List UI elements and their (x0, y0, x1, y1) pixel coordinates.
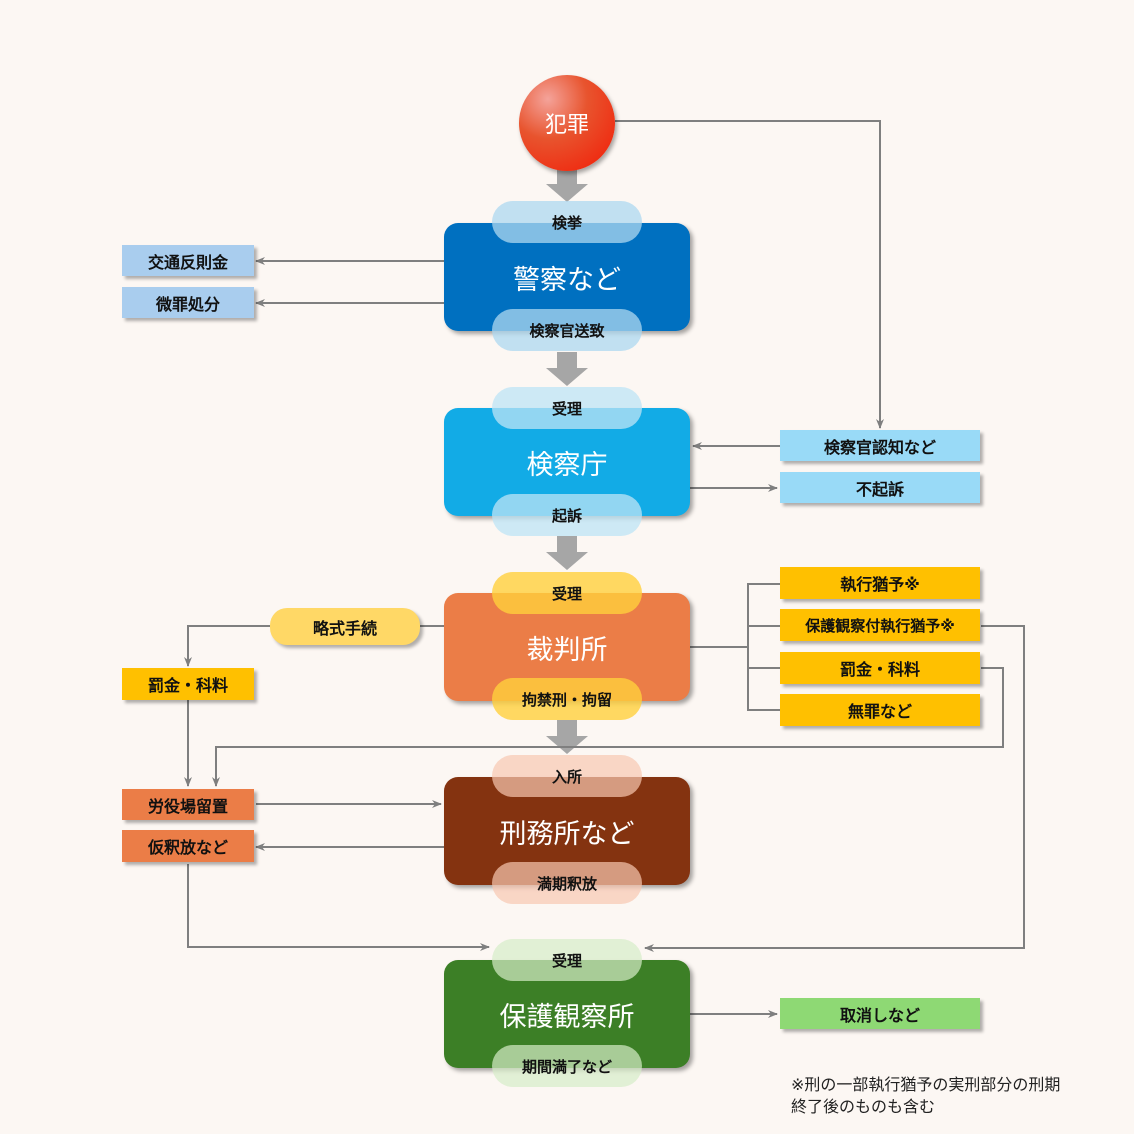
non-prosecution-label: 不起訴 (855, 479, 904, 499)
suspended-sentence-box: 執行猶予※ (780, 567, 980, 599)
prison-out-label: 満期釈放 (536, 874, 597, 893)
probation-in-label: 受理 (551, 951, 582, 970)
police-in-label: 検挙 (551, 213, 582, 232)
court-fine-label: 罰金・科料 (839, 660, 920, 679)
footnote-line-1: ※刑の一部執行猶予の実刑部分の刑期 (791, 1075, 1061, 1094)
summary-fine-label: 罰金・科料 (147, 676, 228, 695)
parole-box: 仮釈放など (122, 830, 254, 862)
court-label: 裁判所 (526, 634, 608, 666)
court-out-pill: 拘禁刑・拘留 (492, 678, 642, 720)
court-fine-box: 罰金・科料 (780, 652, 980, 684)
crime-node: 犯罪 (519, 75, 615, 171)
crime-label: 犯罪 (544, 113, 589, 138)
connector-crime-recognition (615, 120, 884, 429)
probation-in-pill: 受理 (492, 939, 642, 981)
summary-procedure-box: 略式手続 (270, 608, 420, 645)
connector-courtfine-workhouse (212, 667, 1004, 787)
police-out-pill: 検察官送致 (492, 309, 642, 351)
non-prosecution-box: 不起訴 (780, 472, 980, 503)
probation-out-pill: 期間満了など (492, 1045, 642, 1087)
connector-parole-probation (187, 864, 490, 951)
prosecutor-in-label: 受理 (551, 399, 582, 418)
connector-summary-fine (184, 625, 272, 667)
traffic-fine-box: 交通反則金 (122, 245, 254, 276)
prosecutor-in-pill: 受理 (492, 387, 642, 429)
probation-label: 保護観察所 (499, 1001, 635, 1033)
prosecutor-recognition-label: 検察官認知など (823, 437, 936, 457)
court-in-label: 受理 (551, 584, 582, 603)
probation-suspended-label: 保護観察付執行猶予※ (805, 616, 955, 635)
prosecutor-out-pill: 起訴 (492, 494, 642, 536)
parole-label: 仮釈放など (147, 838, 228, 857)
court-in-pill: 受理 (492, 572, 642, 614)
police-out-label: 検察官送致 (529, 321, 605, 340)
prison-out-pill: 満期釈放 (492, 862, 642, 904)
prosecutor-out-label: 起訴 (551, 506, 582, 525)
flow-arrows (546, 168, 588, 754)
revocation-box: 取消しなど (780, 998, 980, 1029)
traffic-fine-label: 交通反則金 (147, 252, 228, 272)
connector-probsuspend-probation (644, 625, 1025, 952)
prosecutor-label: 検察庁 (526, 449, 608, 481)
prison-label: 刑務所など (499, 818, 635, 850)
bracket (747, 583, 780, 711)
flow-arrow-prosecutor-court (546, 536, 588, 570)
summary-procedure-label: 略式手続 (312, 618, 377, 638)
police-in-pill: 検挙 (492, 201, 642, 243)
court-out-label: 拘禁刑・拘留 (521, 690, 612, 709)
probation-out-label: 期間満了など (521, 1057, 612, 1076)
minor-offense-label: 微罪処分 (155, 294, 220, 314)
workhouse-box: 労役場留置 (122, 789, 254, 820)
footnote: ※刑の一部執行猶予の実刑部分の刑期 終了後のものも含む (791, 1074, 1060, 1118)
police-label: 警察など (513, 264, 621, 296)
prison-in-pill: 入所 (492, 755, 642, 797)
not-guilty-label: 無罪など (847, 702, 912, 721)
flow-arrow-court-prison (546, 720, 588, 754)
suspended-sentence-label: 執行猶予※ (840, 575, 920, 594)
prison-in-label: 入所 (551, 767, 582, 786)
flow-arrow-police-prosecutor (546, 352, 588, 386)
revocation-label: 取消しなど (839, 1005, 920, 1025)
workhouse-label: 労役場留置 (147, 796, 228, 816)
probation-suspended-box: 保護観察付執行猶予※ (780, 609, 980, 641)
prosecutor-recognition-box: 検察官認知など (780, 430, 980, 461)
minor-offense-box: 微罪処分 (122, 287, 254, 318)
summary-fine-box: 罰金・科料 (122, 668, 254, 700)
footnote-line-2: 終了後のものも含む (791, 1097, 936, 1116)
not-guilty-box: 無罪など (780, 694, 980, 726)
flow-arrow-crime-police (546, 168, 588, 202)
